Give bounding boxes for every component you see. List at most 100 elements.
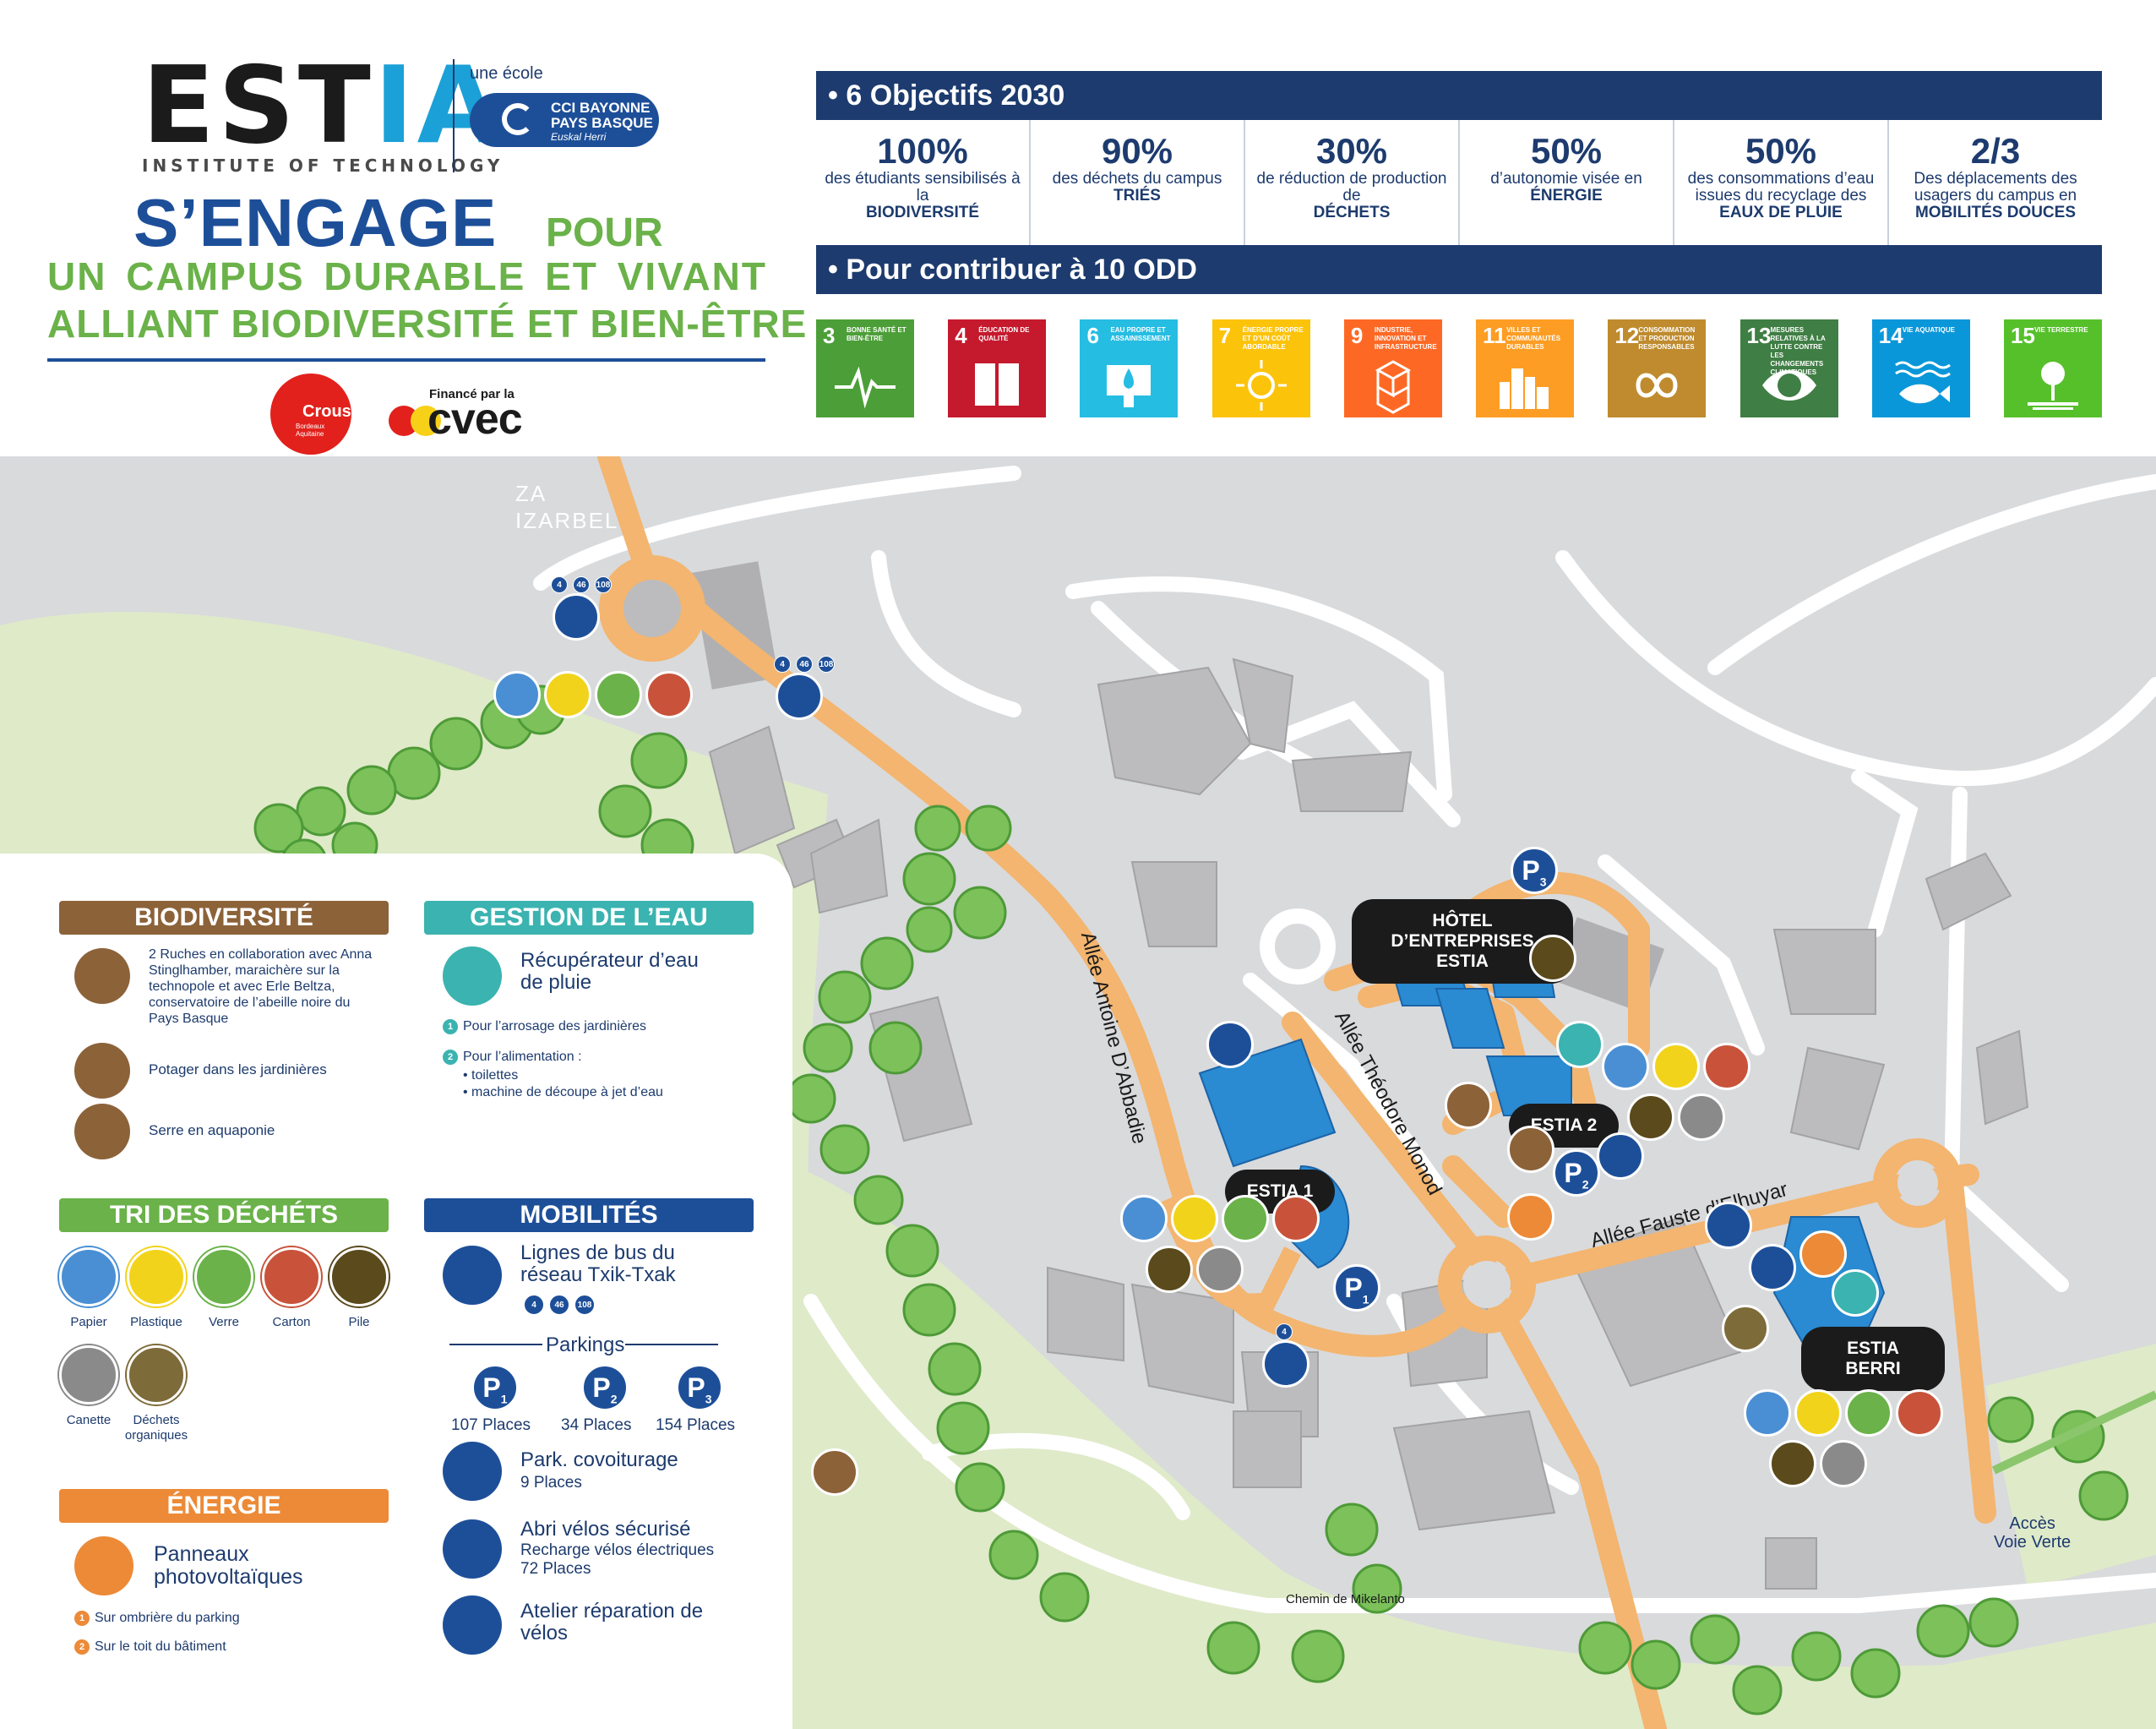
paper-bin-icon	[1744, 1389, 1791, 1437]
bike-shelter-icon	[1705, 1202, 1752, 1249]
bus-line-badge: 46	[573, 576, 590, 593]
objective-text: d’autonomie visée en	[1490, 170, 1642, 188]
plastic-bottle-icon	[127, 1247, 186, 1306]
bus-line-badge: 4	[551, 576, 568, 593]
une-ecole-text: une école	[470, 64, 543, 83]
battery-icon	[1529, 935, 1576, 982]
bus-line-badge: 4	[774, 656, 791, 673]
bus-line-4: 4	[524, 1295, 544, 1315]
battery-icon	[1769, 1440, 1816, 1487]
cvec-financed: Financé par la	[429, 387, 514, 401]
parking-3-pin: P3	[1511, 847, 1558, 894]
objective-key: EAUX DE PLUIE	[1719, 204, 1843, 221]
sdg-label: ÉNERGIE PROPRE ET D’UN COÛT ABORDABLE	[1242, 326, 1304, 351]
parking-3-places: 154 Places	[656, 1416, 736, 1434]
mob-bus-text: Lignes de bus du réseau Txik-Txak	[520, 1241, 676, 1286]
objective-text: des déchets du campus	[1052, 170, 1222, 188]
bin-label: Déchets organiques	[124, 1413, 188, 1443]
book-icon	[975, 363, 1020, 406]
solar-panel-icon	[1507, 1193, 1554, 1241]
parkings-rule-left	[449, 1344, 542, 1345]
objective-value: 2/3	[1970, 131, 2021, 171]
objective-value: 90%	[1101, 131, 1173, 171]
objective-text: des étudiants sensibilisés à la	[825, 170, 1021, 205]
sdg-number: 7	[1218, 323, 1232, 348]
estia-logo: ESTIA	[142, 43, 504, 167]
sdg-label: EAU PROPRE ET ASSAINISSEMENT	[1110, 326, 1171, 342]
objective-text: Des déplacements des usagers du campus e…	[1914, 170, 2077, 205]
objective-text: de réduction de production de	[1256, 170, 1447, 205]
glass-bottle-icon	[595, 671, 642, 718]
crous-logo: Crous Bordeaux Aquitaine	[270, 374, 351, 455]
city-icon	[1500, 368, 1549, 409]
rain-collector-icon	[1832, 1269, 1879, 1317]
bin-label: Carton	[272, 1315, 311, 1329]
beehive-icon	[811, 1448, 858, 1496]
objective-key: ÉNERGIE	[1530, 187, 1603, 205]
solar-panel-icon	[74, 1536, 133, 1595]
solar-panel-icon	[1799, 1230, 1847, 1278]
battery-icon	[1627, 1094, 1674, 1141]
sdg-tile-7: 7 ÉNERGIE PROPRE ET D’UN COÛT ABORDABLE	[1211, 319, 1310, 417]
cci-icon	[502, 103, 534, 135]
sdg-label: VIE TERRESTRE	[2034, 326, 2088, 334]
parking-1-pin: P1	[1333, 1264, 1380, 1312]
title-pour: POUR	[546, 210, 663, 255]
organic-waste-icon	[127, 1345, 186, 1404]
cci-line3: Euskal Herri	[551, 131, 607, 143]
carton-box-icon	[645, 671, 693, 718]
cvec-logo: Financé par la cvec	[389, 387, 558, 441]
eau-heading: GESTION DE L’EAU	[424, 901, 754, 935]
header: ESTIA INSTITUTE OF TECHNOLOGY une école …	[0, 0, 2156, 456]
sdg-number: 3	[823, 323, 836, 348]
objective-item: 50%des consommations d’eau issues du rec…	[1674, 120, 1889, 245]
bin-label: Pile	[348, 1315, 370, 1329]
cvec-dot-yellow	[411, 406, 441, 436]
battery-icon	[329, 1247, 389, 1306]
logo-subtitle: INSTITUTE OF TECHNOLOGY	[142, 155, 504, 176]
objective-value: 30%	[1315, 131, 1388, 171]
bike-repair-icon	[1749, 1244, 1796, 1291]
eau-sub-1: • toilettes	[463, 1068, 519, 1083]
carton-box-icon	[1703, 1043, 1750, 1090]
bin-label: Canette	[66, 1413, 112, 1427]
paper-bin-icon	[493, 671, 541, 718]
sdg-number: 6	[1086, 323, 1099, 348]
paper-bin-icon	[1602, 1043, 1649, 1090]
can-icon	[1196, 1246, 1244, 1293]
biodiversite-heading: BIODIVERSITÉ	[59, 901, 389, 935]
glass-bottle-icon	[1222, 1195, 1269, 1242]
paper-bin-icon	[59, 1247, 118, 1306]
street-mikelanto: Chemin de Mikelanto	[1286, 1592, 1405, 1606]
covoit-sub: 9 Places	[520, 1474, 582, 1492]
sdg-tile-6: 6 EAU PROPRE ET ASSAINISSEMENT	[1080, 319, 1179, 417]
objective-text: des consommations d’eau issues du recycl…	[1687, 170, 1875, 205]
carton-box-icon	[1272, 1195, 1320, 1242]
carton-box-icon	[262, 1247, 321, 1306]
logo-divider	[453, 59, 455, 172]
bin-label: Papier	[70, 1315, 107, 1329]
cci-line1: CCI BAYONNE	[551, 100, 651, 116]
bus-line-badge: 108	[818, 656, 835, 673]
parkings-title: Parkings	[546, 1334, 625, 1356]
bike-shelter-icon	[1206, 1021, 1254, 1068]
sdg-number: 15	[2010, 323, 2035, 348]
fish-icon	[1894, 361, 1951, 404]
bus-line-badge: 108	[595, 576, 612, 593]
garden-planter-icon	[74, 1043, 130, 1099]
bus-icon	[443, 1246, 502, 1305]
parkings-rule-right	[625, 1344, 718, 1345]
sdg-number: 11	[1483, 323, 1506, 348]
sdg-number: 4	[955, 323, 967, 348]
organic-waste-icon	[1722, 1305, 1769, 1352]
